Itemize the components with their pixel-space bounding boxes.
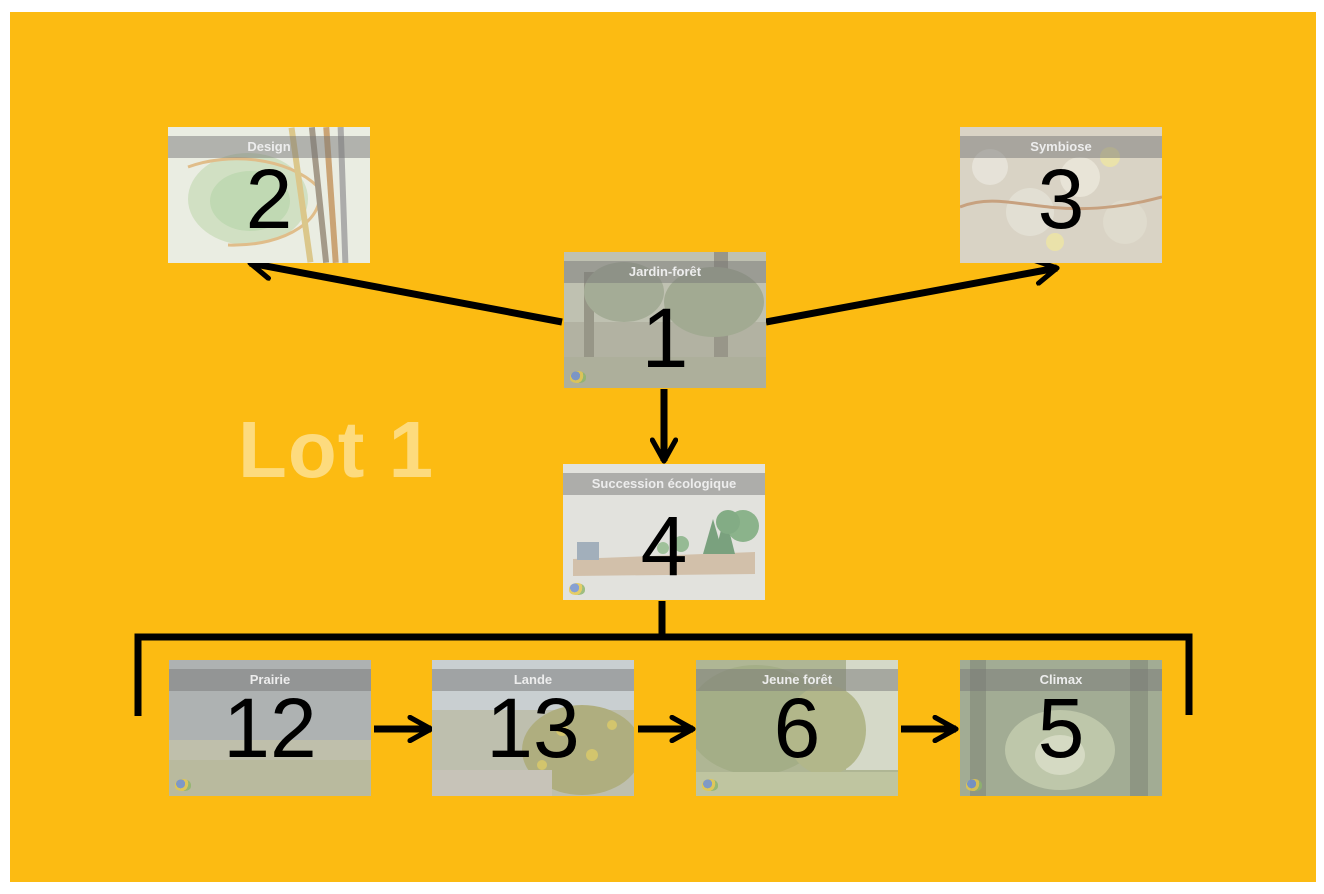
lot-label: Lot 1	[238, 405, 435, 494]
node-card-lande[interactable]: Lande 13	[432, 660, 634, 796]
logo-icon	[702, 779, 718, 791]
node-title: Lande	[513, 672, 553, 687]
node-title: Design	[247, 139, 291, 154]
node-card-design[interactable]: Design 2	[168, 127, 370, 263]
node-number: 4	[640, 499, 688, 593]
edge-1-to-2	[250, 263, 563, 326]
logo-icon	[966, 779, 982, 791]
node-card-succession-ecologique[interactable]: Succession écologique 4	[563, 464, 765, 600]
node-title: Jeune forêt	[761, 672, 833, 687]
node-title: Climax	[1039, 672, 1083, 687]
node-card-jardin-foret[interactable]: Jardin-forêt 1	[564, 252, 766, 388]
node-card-prairie[interactable]: Prairie 12	[169, 660, 371, 796]
edge-1-to-3	[765, 268, 1057, 326]
connectors	[134, 12, 1193, 882]
diagram-canvas: Lot 1 Design 2 Symb	[10, 12, 1316, 882]
node-card-climax[interactable]: Climax 5	[960, 660, 1162, 796]
node-title: Symbiose	[1030, 139, 1092, 154]
node-number: 1	[641, 291, 689, 385]
node-number: 5	[1037, 681, 1085, 775]
node-title: Prairie	[249, 672, 291, 687]
node-title: Jardin-forêt	[628, 264, 702, 279]
logo-icon	[570, 371, 586, 383]
logo-icon	[175, 779, 191, 791]
node-number: 12	[223, 681, 317, 775]
node-number: 13	[486, 681, 580, 775]
node-number: 3	[1037, 152, 1085, 246]
node-card-jeune-foret[interactable]: Jeune forêt 6	[696, 660, 898, 796]
logo-icon	[569, 583, 585, 595]
node-number: 6	[773, 681, 821, 775]
node-title: Succession écologique	[591, 476, 737, 491]
node-card-symbiose[interactable]: Symbiose 3	[960, 127, 1162, 263]
node-number: 2	[245, 152, 293, 246]
